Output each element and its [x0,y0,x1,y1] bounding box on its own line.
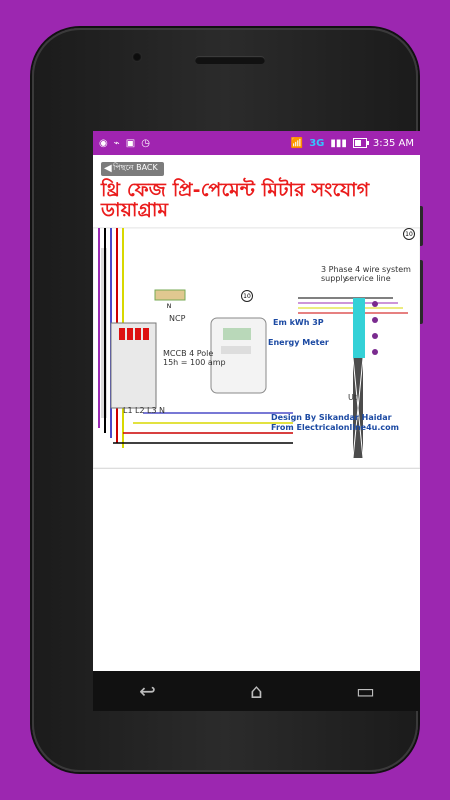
android-icon: ◉ [99,137,108,149]
from-label: From Electricalonline4u.com [271,423,399,433]
wifi-icon: 📶 [290,137,304,149]
energy-meter-label: Energy Meter [268,338,329,348]
amp-label: 15h = 100 amp [163,358,226,368]
svg-text:N: N [167,303,172,310]
volume-down-button[interactable] [418,260,423,324]
network-label: 3G [309,137,325,149]
number-badge-10: 10 [241,290,253,303]
signal-icon: ▮▮▮ [330,137,347,149]
design-by-label: Design By Sikandar Haidar [271,413,392,423]
status-bar: ◉ ⌁ ▣ ◷ 📶 3G ▮▮▮ 3:35 AM [93,131,420,155]
wiring-diagram: N [93,227,420,470]
time: 3:35 AM [372,137,414,149]
usb-icon: ⌁ [113,137,120,149]
media-icon: ▣ [125,137,136,149]
service-line-label: service line [345,274,391,284]
back-label: পিছনে BACK [113,163,158,172]
back-arrow-icon: ◀ [104,162,112,174]
supply-label: 3 Phase 4 wire system supply [321,265,411,284]
diagram-svg: N [93,227,420,469]
back-button[interactable]: ◀ পিছনে BACK [101,161,164,176]
back-icon[interactable]: ↩ [139,679,156,703]
ut-label: Ut [348,393,357,403]
camera-icon [132,52,142,62]
nav-bar: ↩ ⌂ ▭ [93,671,420,711]
page-title: থ্রি ফেজ প্রি-পেমেন্ট মিটার সংযোগ ডায়াগ… [101,178,370,222]
home-icon[interactable]: ⌂ [250,679,263,703]
battery-icon [352,138,369,148]
ncp-label: NCP [169,314,186,324]
speaker-icon [195,56,265,64]
l1-label: L1 [123,406,133,416]
recent-apps-icon[interactable]: ▭ [356,679,375,703]
l2-label: L2 [135,406,145,416]
mccb-label: MCCB 4 Pole [163,349,214,359]
top-badge: 10 [403,228,415,241]
content: ◀ পিছনে BACK থ্রি ফেজ প্রি-পেমেন্ট মিটার… [93,155,420,221]
clock-icon: ◷ [141,137,150,149]
em-kwh-label: Em kWh 3P [273,318,324,328]
volume-up-button[interactable] [418,206,423,246]
screen: ◉ ⌁ ▣ ◷ 📶 3G ▮▮▮ 3:35 AM ◀ পিছনে BACK থ্… [93,131,420,711]
n-label: N [159,406,165,416]
l3-label: L3 [147,406,157,416]
phone-frame: ◉ ⌁ ▣ ◷ 📶 3G ▮▮▮ 3:35 AM ◀ পিছনে BACK থ্… [32,28,423,772]
